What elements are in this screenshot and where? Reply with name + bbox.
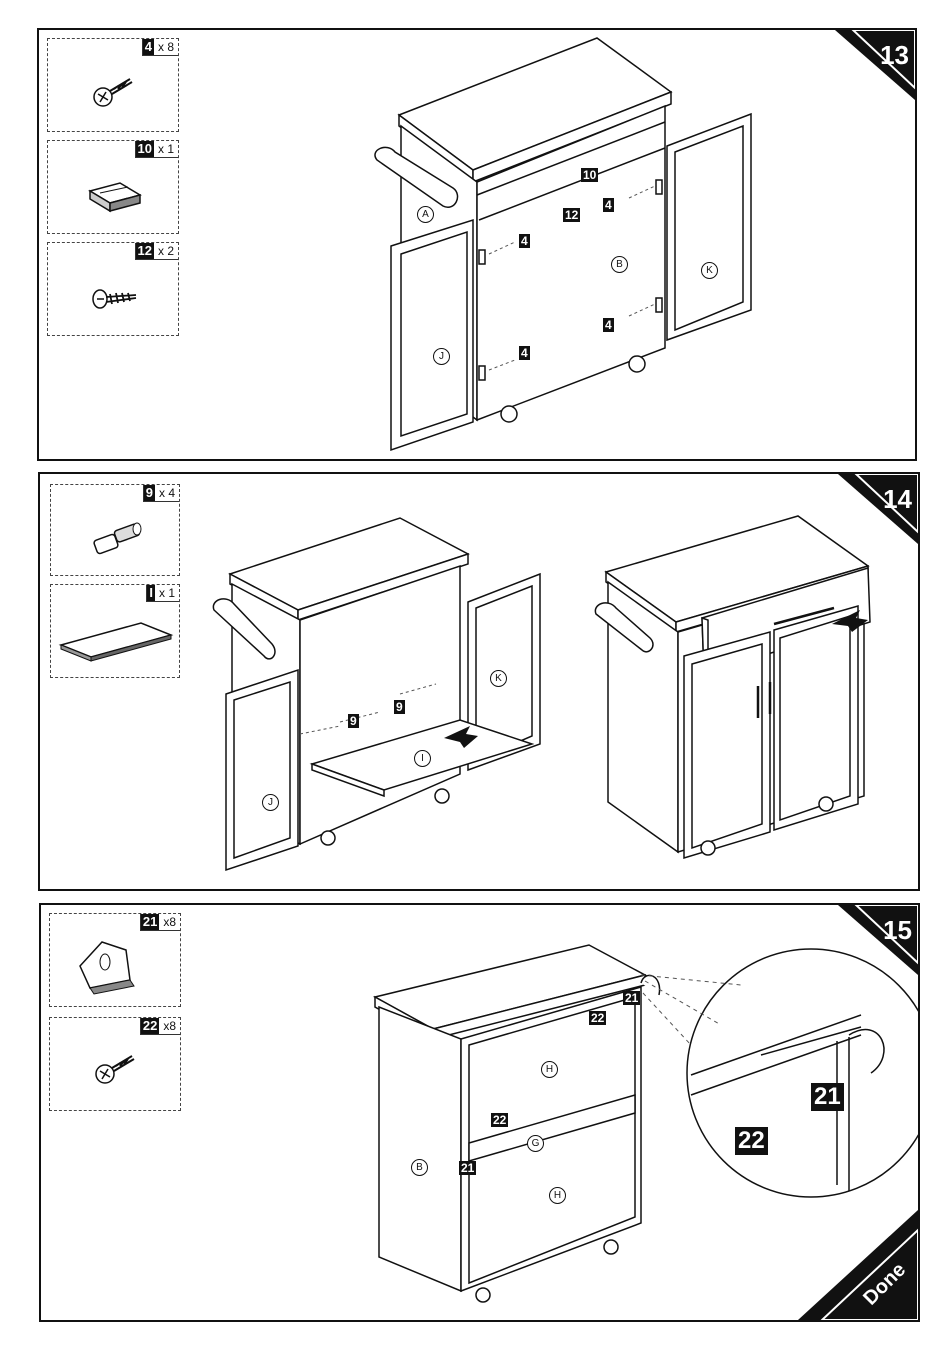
callout-9: 9 [348,714,359,728]
callout-4: 4 [603,318,614,332]
callout-21: 21 [623,991,640,1005]
callout-10: 10 [581,168,598,182]
part-label-j: J [262,794,279,811]
part-label-h: H [549,1187,566,1204]
part-label-j: J [433,348,450,365]
part-label-a: A [417,206,434,223]
step-15-cabinet-illustration [41,905,918,1320]
zoom-callout-21: 21 [811,1083,844,1111]
part-label-g: G [527,1135,544,1152]
part-label-b: B [611,256,628,273]
part-label-k: K [490,670,507,687]
step-13-cabinet-illustration [39,30,915,459]
callout-12: 12 [563,208,580,222]
step-14-cabinet-illustration [40,474,918,889]
callout-4: 4 [603,198,614,212]
callout-22: 22 [589,1011,606,1025]
part-label-i: I [414,750,431,767]
callout-22: 22 [491,1113,508,1127]
part-label-b: B [411,1159,428,1176]
callout-4: 4 [519,346,530,360]
zoom-callout-22: 22 [735,1127,768,1155]
part-label-h: H [541,1061,558,1078]
callout-4: 4 [519,234,530,248]
callout-9: 9 [394,700,405,714]
callout-21: 21 [459,1161,476,1175]
part-label-k: K [701,262,718,279]
